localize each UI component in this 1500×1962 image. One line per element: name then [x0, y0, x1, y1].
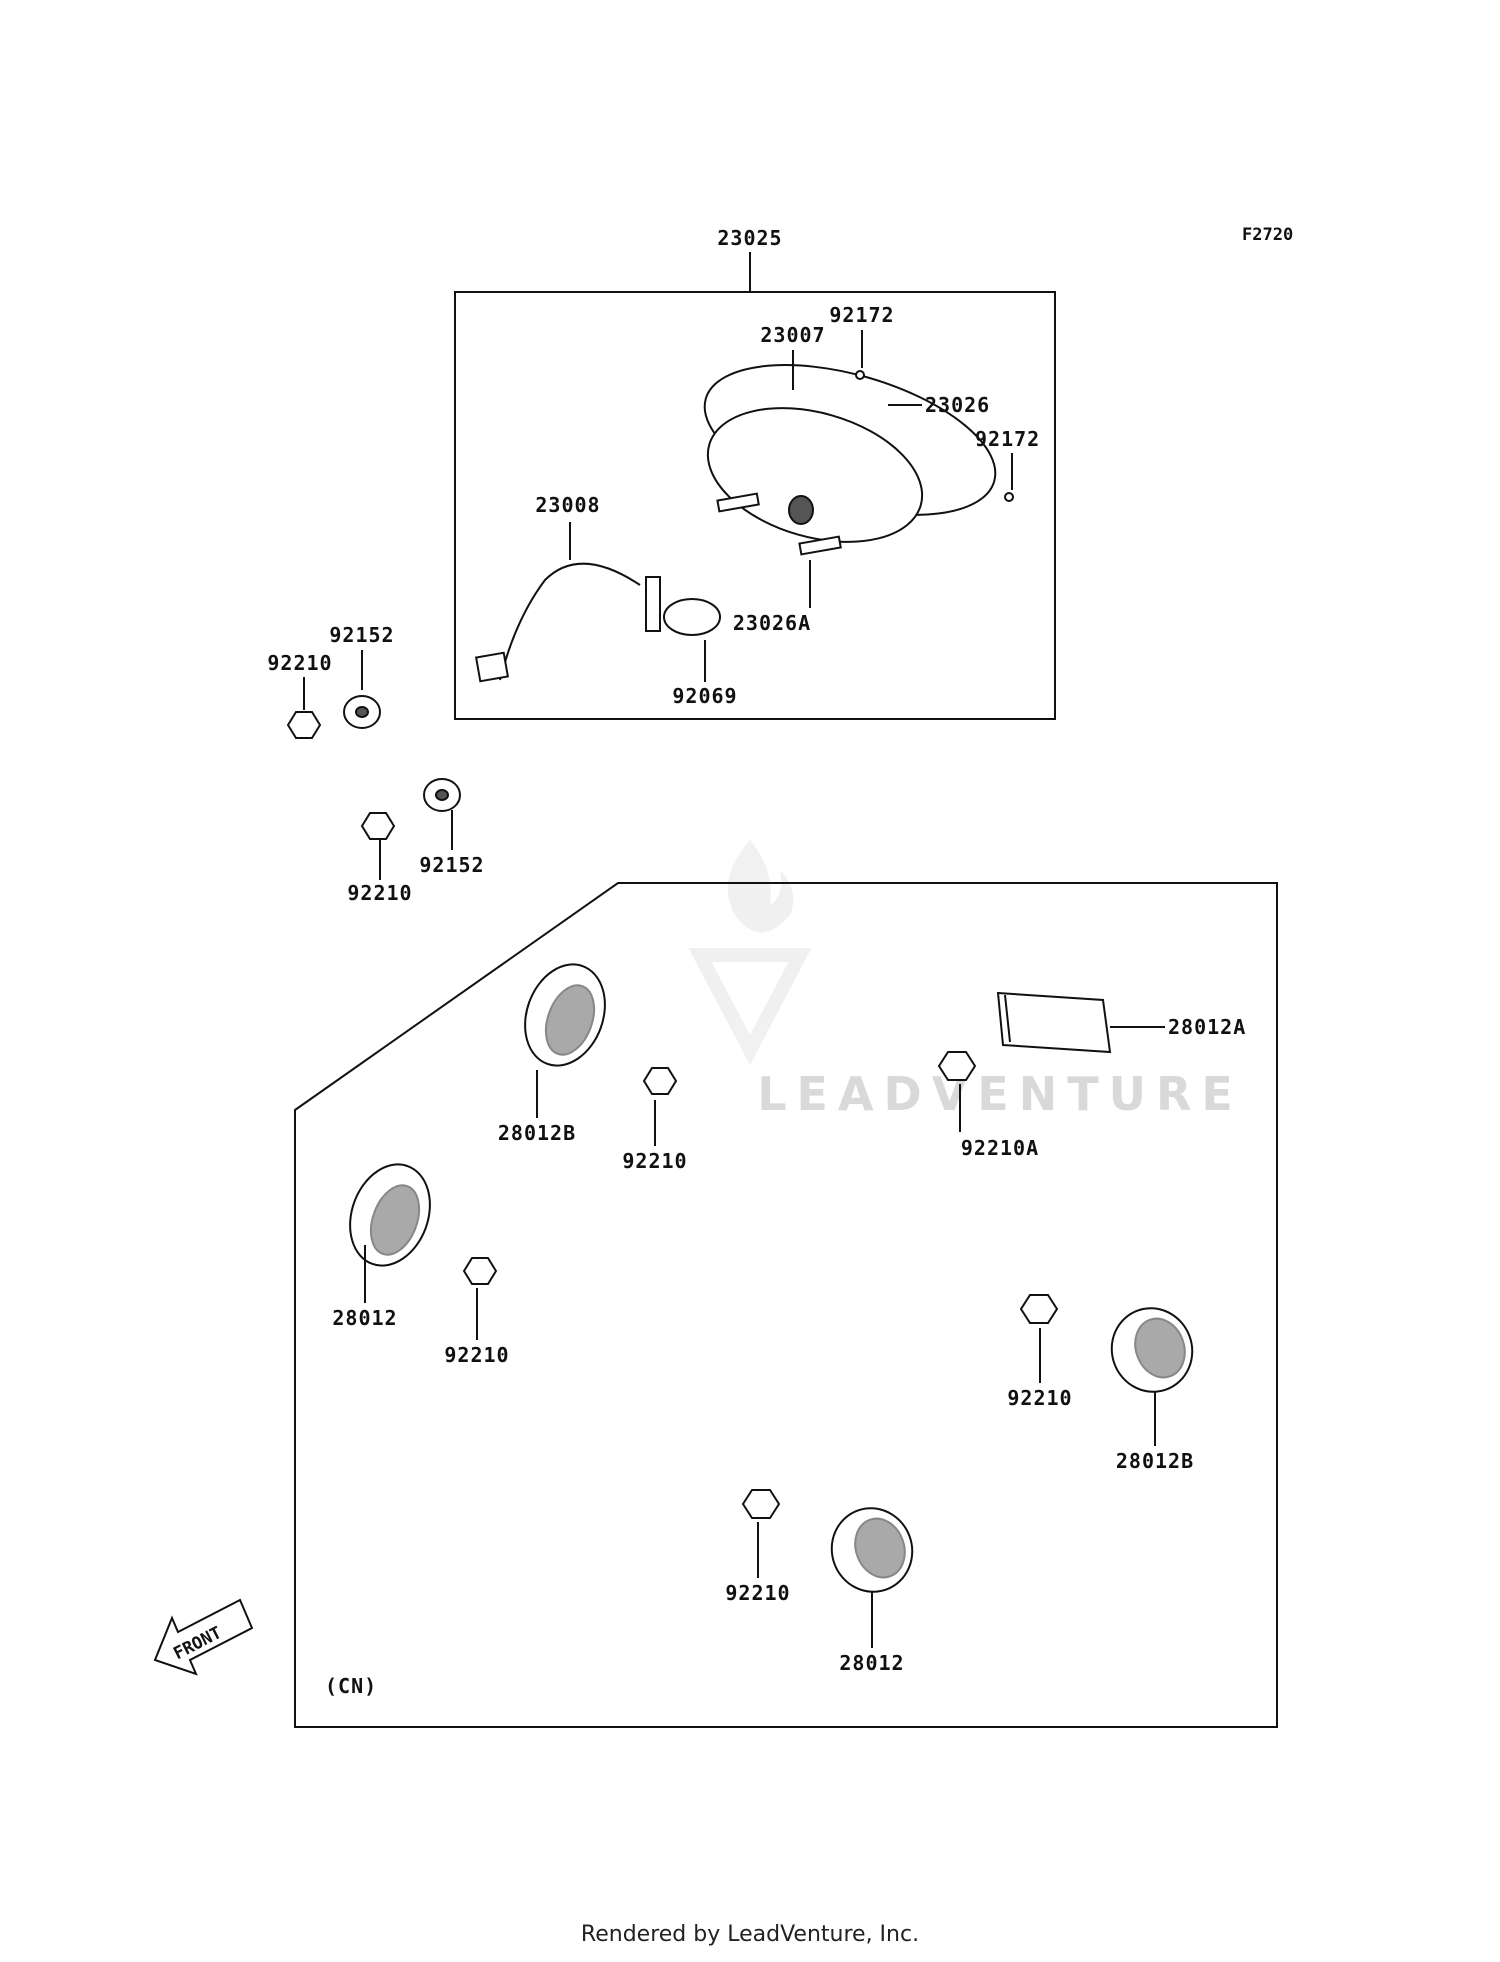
region-label: (CN) — [325, 1674, 377, 1698]
nut-icon — [741, 1489, 781, 1519]
label-92210-bottom: 92210 — [725, 1581, 790, 1605]
label-92172-top: 92172 — [829, 303, 894, 327]
reflector-lamp-icon — [524, 963, 606, 1067]
nut-icon — [1019, 1294, 1059, 1324]
label-92210-right: 92210 — [1007, 1386, 1072, 1410]
label-23007: 23007 — [760, 323, 825, 347]
headlight-housing-icon — [703, 364, 997, 556]
leadventure-watermark-logo — [688, 840, 812, 1066]
cn-region-box — [294, 882, 1278, 1728]
screw-icon — [855, 370, 865, 380]
label-28012A: 28012A — [1168, 1015, 1246, 1039]
label-23008: 23008 — [535, 493, 600, 517]
grommet-icon — [343, 695, 381, 729]
label-92210-upper: 92210 — [267, 651, 332, 675]
nut-icon — [360, 812, 396, 840]
headlight-assembly-box — [454, 291, 1056, 720]
label-92152-lower: 92152 — [419, 853, 484, 877]
screw-icon — [1004, 492, 1014, 502]
label-92210-lower: 92210 — [347, 881, 412, 905]
label-92210A: 92210A — [961, 1136, 1039, 1160]
nut-icon — [462, 1257, 498, 1285]
label-28012-bottom: 28012 — [839, 1651, 904, 1675]
label-92172-right: 92172 — [975, 427, 1040, 451]
label-28012-left: 28012 — [332, 1306, 397, 1330]
label-92152-upper: 92152 — [329, 623, 394, 647]
nut-icon — [937, 1051, 977, 1081]
reflector-lamp-icon — [349, 1163, 431, 1267]
label-92210-center: 92210 — [622, 1149, 687, 1173]
label-28012B-upper: 28012B — [498, 1121, 576, 1145]
grommet-icon — [423, 778, 461, 812]
footer-credit: Rendered by LeadVenture, Inc. — [580, 1922, 920, 1947]
front-arrow-icon: FRONT — [153, 1598, 254, 1676]
label-28012B-right: 28012B — [1116, 1449, 1194, 1473]
round-lamp-icon — [830, 1507, 914, 1593]
label-92069: 92069 — [672, 684, 737, 708]
nut-icon — [642, 1067, 678, 1095]
nut-icon — [286, 711, 322, 739]
label-23026: 23026 — [925, 393, 990, 417]
label-23025: 23025 — [717, 226, 782, 250]
license-lamp-plate-icon — [996, 991, 1112, 1054]
wiring-harness-icon — [474, 562, 721, 683]
figure-code: F2720 — [1242, 225, 1293, 245]
label-92210-left: 92210 — [444, 1343, 509, 1367]
label-23026A: 23026A — [733, 611, 811, 635]
watermark-text: LEADVENTURE — [757, 1067, 1243, 1121]
round-lamp-icon — [1110, 1307, 1194, 1393]
